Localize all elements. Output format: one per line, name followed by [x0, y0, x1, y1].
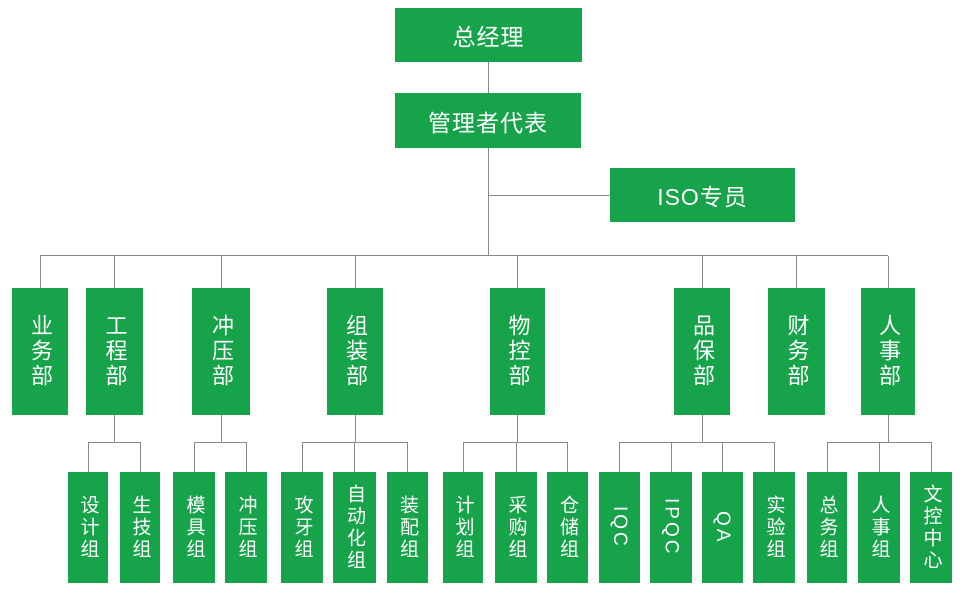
connector-line	[114, 415, 115, 442]
dept-label: 组装部	[343, 314, 368, 389]
dept-hr: 人事部	[861, 288, 915, 415]
connector-line	[463, 442, 568, 443]
group-purchasing: 采购组	[495, 472, 537, 583]
group-lab: 实验组	[753, 472, 795, 583]
group-label: 采购组	[505, 494, 527, 561]
connector-line	[140, 442, 141, 472]
dept-finance: 财务部	[768, 288, 825, 415]
node-label: 总经理	[452, 24, 525, 50]
group-production-tech: 生技组	[120, 472, 160, 583]
group-label: 实验组	[763, 494, 785, 561]
group-mold: 模具组	[173, 472, 215, 583]
group-iqc: IQC	[599, 472, 640, 583]
connector-line	[488, 148, 489, 256]
connector-line	[517, 415, 518, 442]
group-label: IPQC	[660, 498, 682, 557]
group-label: QA	[712, 510, 733, 545]
connector-line	[722, 442, 723, 472]
connector-line	[488, 195, 610, 196]
connector-line	[221, 256, 222, 288]
connector-line	[463, 442, 464, 472]
dept-label: 冲压部	[209, 314, 234, 389]
group-stamping: 冲压组	[225, 472, 267, 583]
dept-assembly: 组装部	[327, 288, 383, 415]
node-label: 管理者代表	[428, 109, 548, 136]
connector-line	[516, 442, 517, 472]
dept-label: 物控部	[505, 314, 531, 389]
group-ipqc: IPQC	[650, 472, 692, 583]
group-label: 冲压组	[235, 494, 257, 561]
connector-line	[355, 256, 356, 288]
connector-line	[702, 256, 703, 288]
dept-engineering: 工程部	[86, 288, 143, 415]
dept-business: 业务部	[12, 288, 68, 415]
node-label: ISO专员	[657, 184, 748, 210]
connector-line	[302, 442, 303, 472]
group-label: 生技组	[129, 494, 151, 561]
group-warehouse: 仓储组	[547, 472, 588, 583]
group-label: 攻牙组	[291, 494, 313, 561]
group-qa: QA	[702, 472, 743, 583]
connector-line	[567, 442, 568, 472]
connector-line	[702, 415, 703, 442]
connector-line	[879, 442, 880, 472]
group-label: 计划组	[452, 494, 474, 561]
group-label: 人事组	[868, 494, 890, 561]
connector-line	[671, 442, 672, 472]
group-document-control-center: 文控中心	[910, 472, 952, 583]
dept-material-control: 物控部	[490, 288, 545, 415]
connector-line	[931, 442, 932, 472]
connector-line	[221, 415, 222, 442]
group-label: IQC	[609, 506, 630, 549]
group-label: 模具组	[183, 494, 205, 561]
connector-line	[619, 442, 774, 443]
connector-line	[888, 256, 889, 288]
connector-line	[88, 442, 89, 472]
connector-line	[796, 256, 797, 288]
dept-label: 财务部	[784, 314, 810, 389]
dept-label: 业务部	[28, 314, 53, 389]
group-automation: 自动化组	[333, 472, 376, 583]
connector-line	[774, 442, 775, 472]
dept-label: 人事部	[876, 314, 901, 389]
node-management-representative: 管理者代表	[395, 93, 581, 148]
connector-line	[488, 62, 489, 93]
connector-line	[194, 442, 195, 472]
connector-line	[827, 442, 828, 472]
group-personnel: 人事组	[858, 472, 900, 583]
group-label: 总务组	[816, 494, 838, 561]
connector-line	[114, 256, 115, 288]
group-planning: 计划组	[443, 472, 483, 583]
dept-quality-assurance: 品保部	[674, 288, 730, 415]
connector-line	[40, 255, 888, 256]
connector-line	[40, 256, 41, 288]
connector-line	[619, 442, 620, 472]
group-general-affairs: 总务组	[807, 472, 847, 583]
connector-line	[88, 442, 140, 443]
group-label: 仓储组	[557, 494, 578, 561]
group-label: 文控中心	[920, 483, 942, 572]
group-tapping: 攻牙组	[281, 472, 323, 583]
connector-line	[407, 442, 408, 472]
node-general-manager: 总经理	[395, 8, 582, 62]
dept-label: 工程部	[102, 314, 128, 389]
group-label: 自动化组	[344, 483, 365, 572]
node-iso-specialist: ISO专员	[610, 168, 795, 222]
group-label: 设计组	[77, 494, 99, 561]
connector-line	[355, 415, 356, 442]
dept-stamping: 冲压部	[192, 288, 250, 415]
connector-line	[194, 442, 246, 443]
dept-label: 品保部	[690, 314, 715, 389]
connector-line	[517, 256, 518, 288]
group-label: 装配组	[397, 494, 418, 561]
connector-line	[246, 442, 247, 472]
connector-line	[354, 442, 355, 472]
group-design: 设计组	[68, 472, 108, 583]
connector-line	[888, 415, 889, 442]
group-assembly: 装配组	[387, 472, 428, 583]
